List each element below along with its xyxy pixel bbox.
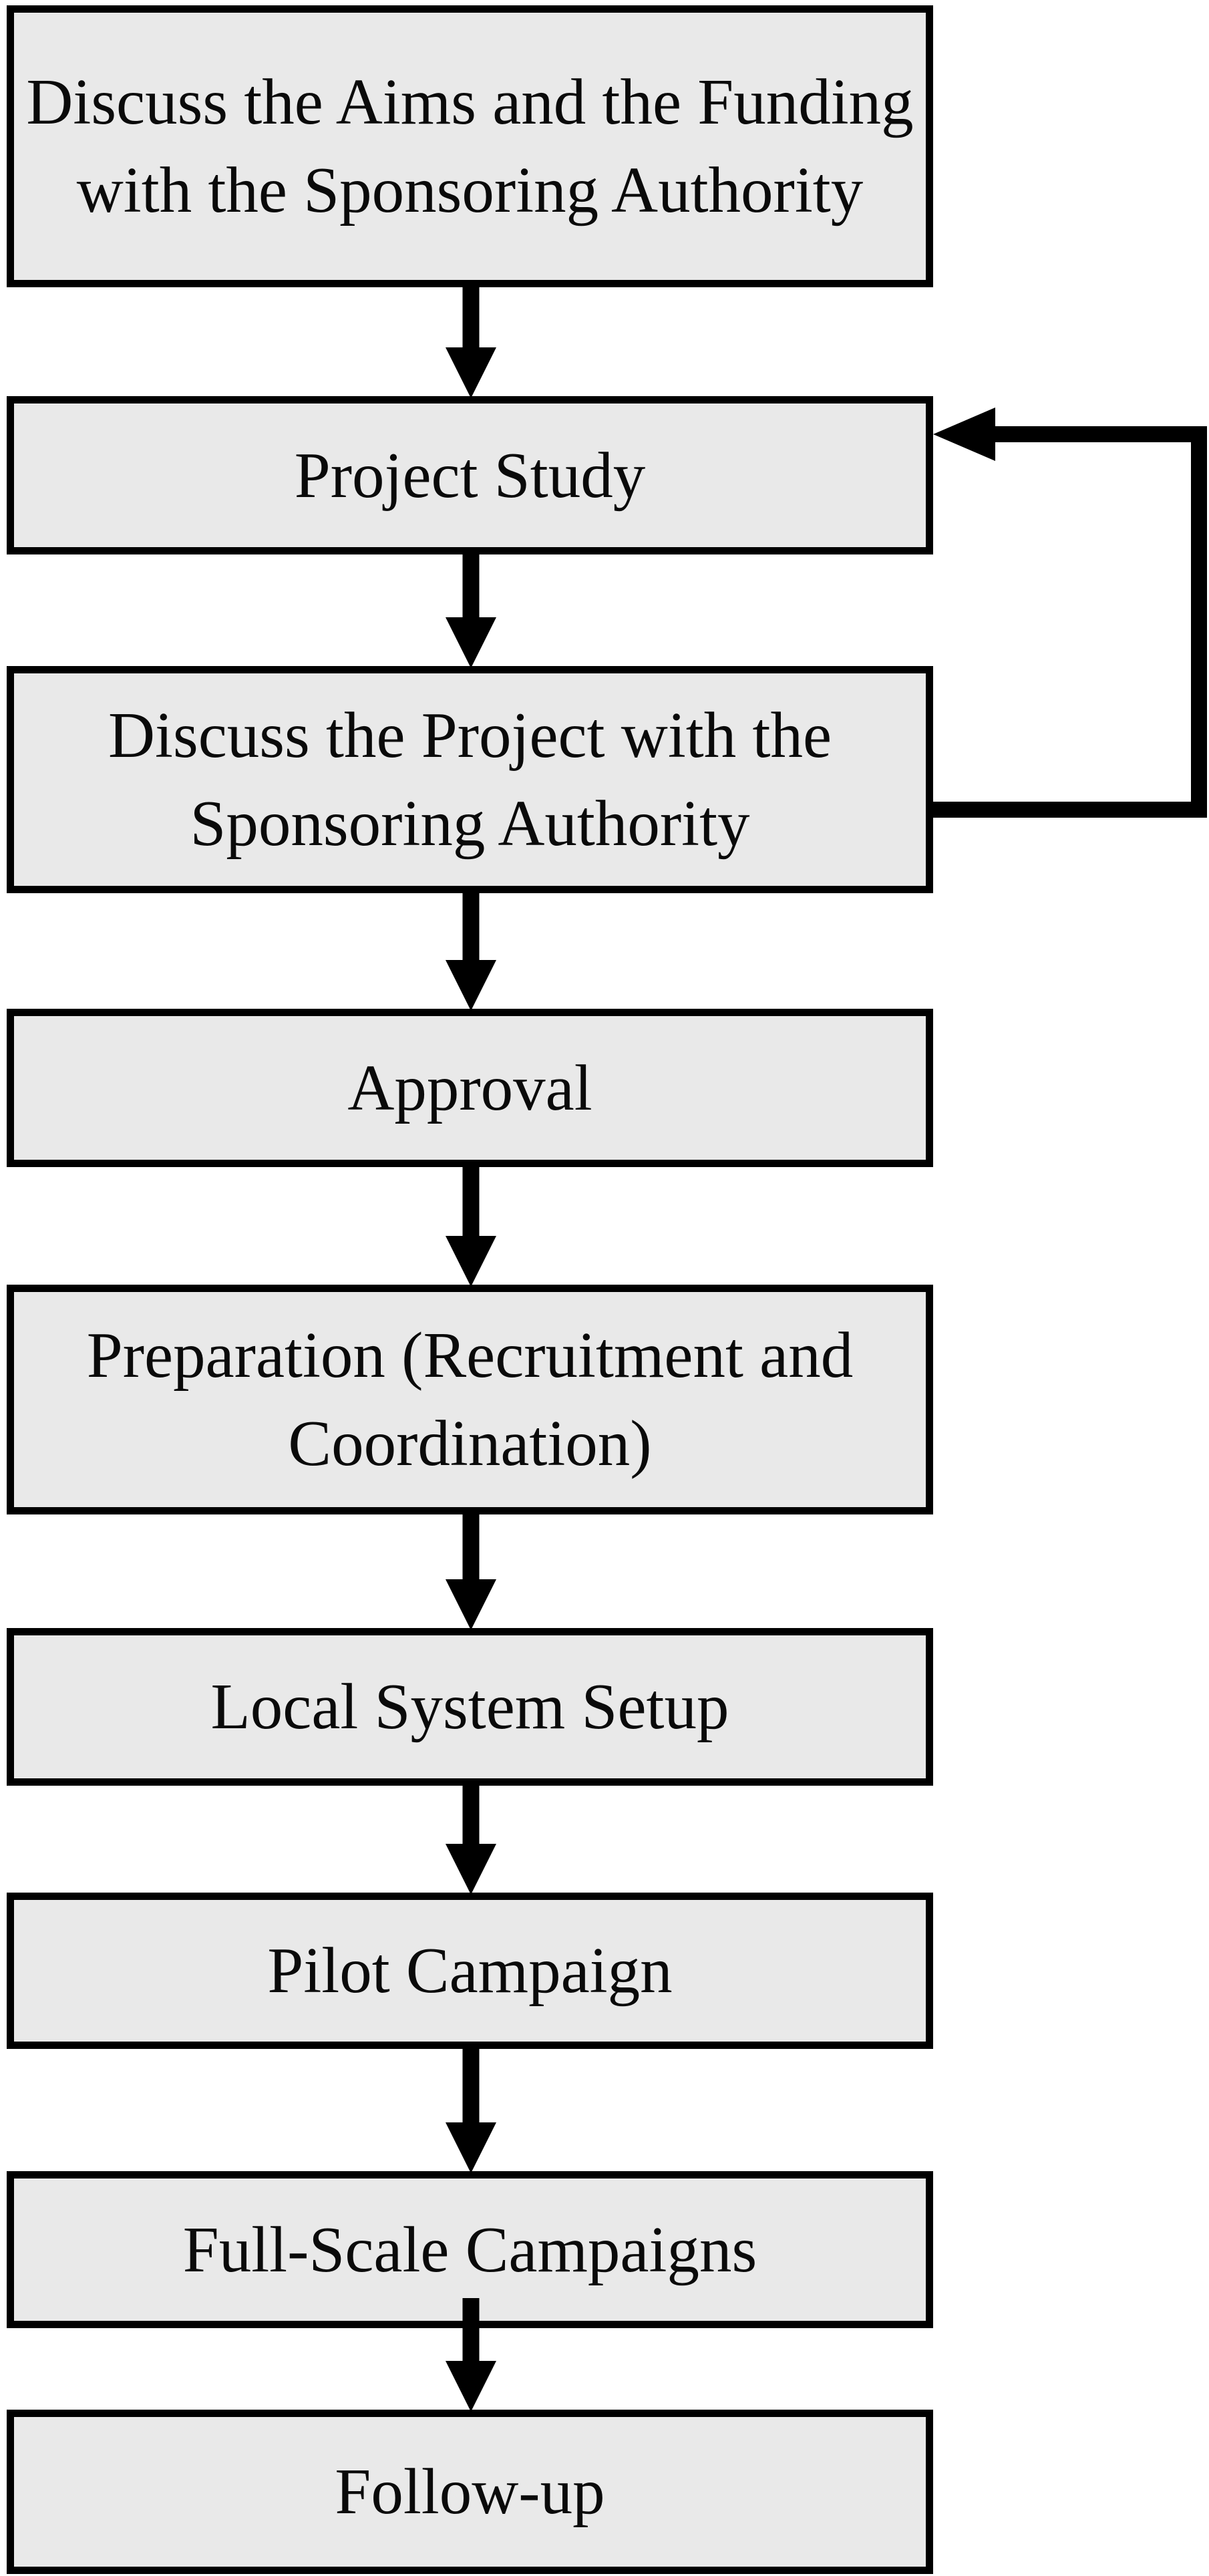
flow-box-label: Project Study [294,439,646,511]
arrow-preparation-to-local-system-setup-icon [446,1510,496,1630]
flow-box-approval: Approval [7,1009,933,1167]
flow-box-label: Approval [347,1052,592,1124]
flow-box-label: Pilot Campaign [267,1935,673,2007]
feedback-loop-arrow-icon [928,408,1207,818]
flow-box-local-system-setup: Local System Setup [7,1628,933,1786]
arrow-project-study-to-discuss-project-icon [446,550,496,668]
arrow-pilot-campaign-to-full-scale-campaigns-icon [446,2045,496,2173]
flow-box-follow-up: Follow-up [7,2410,933,2574]
flow-box-discuss-project: Discuss the Project with the Sponsoring … [7,666,933,893]
arrow-discuss-aims-to-project-study-icon [446,283,496,398]
flow-box-label: Full-Scale Campaigns [182,2213,757,2285]
flow-box-project-study: Project Study [7,396,933,554]
flow-box-full-scale-campaigns: Full-Scale Campaigns [7,2171,933,2328]
flow-box-label: Preparation (Recruitment and Coordinatio… [86,1319,854,1479]
flow-box-label: Discuss the Project with the Sponsoring … [108,699,832,859]
flow-box-discuss-aims-funding: Discuss the Aims and the Funding with th… [7,5,933,287]
flow-box-label: Follow-up [335,2456,605,2528]
arrow-approval-to-preparation-icon [446,1163,496,1287]
flow-box-label: Discuss the Aims and the Funding with th… [26,66,914,226]
flow-box-preparation: Preparation (Recruitment and Coordinatio… [7,1285,933,1514]
flow-box-label: Local System Setup [210,1671,729,1743]
arrow-discuss-project-to-approval-icon [446,889,496,1011]
arrow-local-system-setup-to-pilot-campaign-icon [446,1782,496,1895]
flow-box-pilot-campaign: Pilot Campaign [7,1893,933,2049]
